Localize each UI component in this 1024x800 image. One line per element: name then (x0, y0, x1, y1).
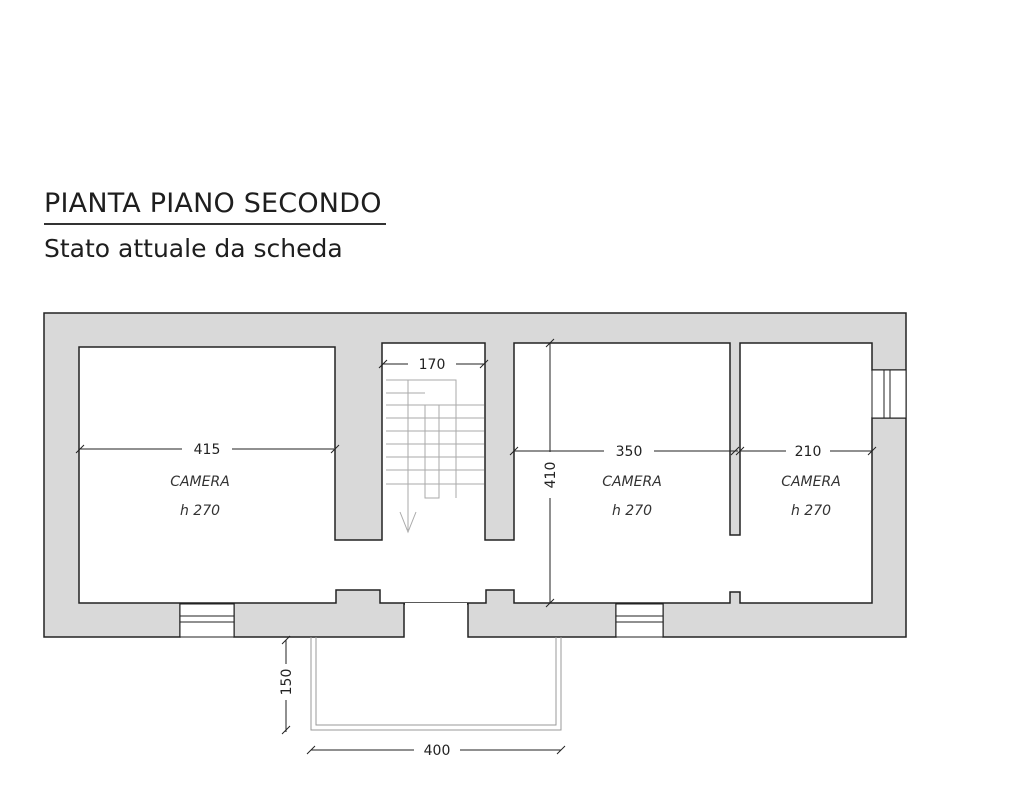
dim-stair-width: 170 (419, 357, 446, 373)
staircase (386, 379, 484, 534)
dim-balcony-width: 400 (424, 743, 451, 759)
dim-room-mid-width: 350 (616, 444, 643, 460)
dim-room-right-width: 210 (795, 444, 822, 460)
room-label-right: CAMERA (781, 474, 841, 490)
dim-room-mid-depth: 410 (543, 462, 559, 489)
room-height-mid: h 270 (612, 503, 652, 519)
room-label-mid: CAMERA (602, 474, 662, 490)
room-label-left: CAMERA (170, 474, 230, 490)
window-side (871, 369, 907, 419)
room-height-right: h 270 (791, 503, 831, 519)
balcony (310, 637, 562, 731)
dim-balcony-depth: 150 (279, 669, 295, 696)
room-height-left: h 270 (180, 503, 220, 519)
window-front-left (179, 603, 235, 638)
plan-title: PIANTA PIANO SECONDO (44, 188, 382, 219)
window-front-right (615, 603, 664, 638)
dim-room-left-width: 415 (194, 442, 221, 458)
plan-subtitle: Stato attuale da scheda (44, 234, 343, 263)
title-underline (44, 223, 386, 225)
